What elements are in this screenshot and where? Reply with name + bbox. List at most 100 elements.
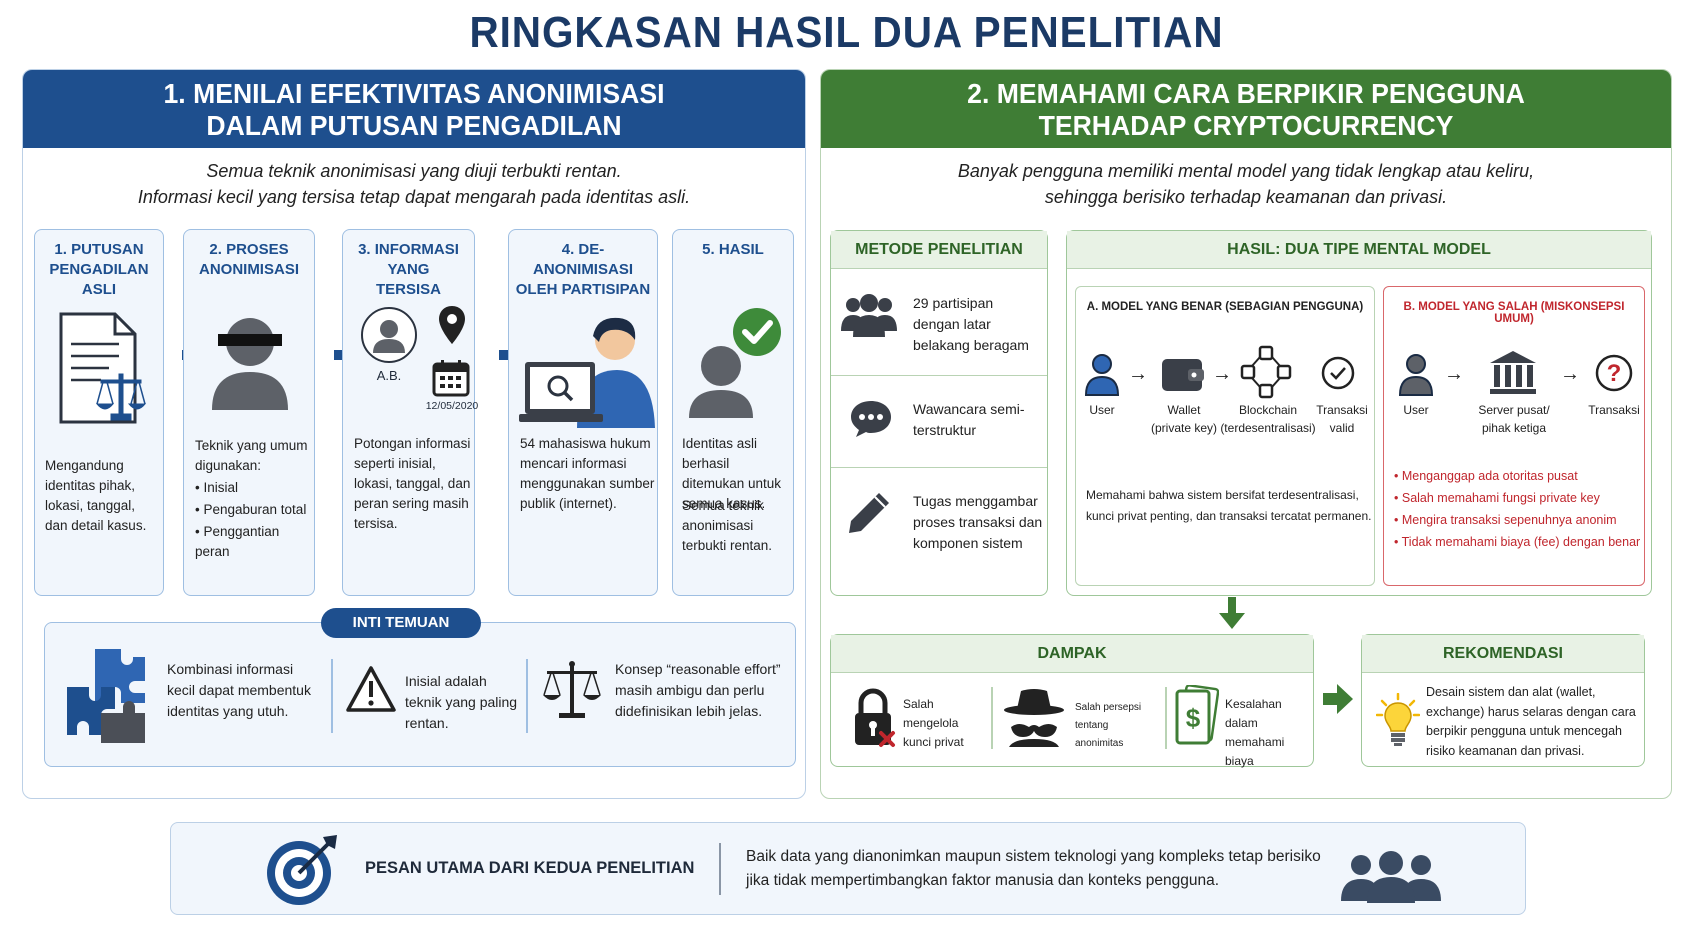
footer-box: PESAN UTAMA DARI KEDUA PENELITIAN Baik d… bbox=[170, 822, 1526, 915]
model-b-node-1-label: User bbox=[1390, 401, 1442, 419]
puzzle-icon bbox=[67, 649, 145, 743]
model-b-box: B. MODEL YANG SALAH (MISKONSEPSI UMUM) →… bbox=[1383, 286, 1645, 586]
method-title: METODE PENELITIAN bbox=[831, 231, 1047, 269]
masked-person-icon bbox=[212, 318, 288, 410]
arrow-down-icon bbox=[1219, 597, 1245, 629]
node-sublabel: valid bbox=[1329, 421, 1355, 435]
impact-title: DAMPAK bbox=[831, 635, 1313, 673]
findings-label: INTI TEMUAN bbox=[321, 608, 481, 638]
model-b-bullet: • Tidak memahami biaya (fee) dengan bena… bbox=[1394, 535, 1641, 549]
calendar-icon bbox=[432, 360, 470, 397]
step-5-title: 5. HASIL bbox=[702, 241, 764, 258]
method-2-text: Wawancara semi-terstruktur bbox=[913, 401, 1025, 438]
method-box: METODE PENELITIAN 29 partisipan dengan l… bbox=[830, 230, 1048, 596]
node-label: User bbox=[1403, 403, 1429, 417]
arrow-icon: → bbox=[1212, 363, 1232, 385]
model-b-node-2-label: Server pusat/pihak ketiga bbox=[1464, 401, 1564, 437]
target-icon bbox=[267, 835, 337, 905]
node-label: Blockchain bbox=[1238, 403, 1298, 417]
model-b-bullet: • Salah memahami fungsi private key bbox=[1394, 491, 1600, 505]
finding-1-text: Kombinasi informasi kecil dapat membentu… bbox=[167, 661, 311, 719]
footer-text-line2: jika tidak mempertimbangkan faktor manus… bbox=[746, 872, 1220, 889]
step-2-title: 2. PROSES ANONIMISASI bbox=[198, 241, 299, 278]
scale-icon bbox=[543, 661, 601, 718]
footer-text-line1: Baik data yang dianonimkan maupun sistem… bbox=[746, 848, 1321, 865]
model-a-box: A. MODEL YANG BENAR (SEBAGIAN PENGGUNA) … bbox=[1075, 286, 1375, 586]
group-icon bbox=[841, 294, 897, 337]
person-laptop-search-icon bbox=[519, 317, 655, 428]
left-panel: 1. MENILAI EFEKTIVITAS ANONIMISASI DALAM… bbox=[22, 69, 806, 799]
right-title-line1: 2. MEMAHAMI CARA BERPIKIR PENGGUNA bbox=[967, 78, 1525, 109]
node-label: Transaksi bbox=[1588, 403, 1640, 417]
right-subtitle: Banyak pengguna memiliki mental model ya… bbox=[821, 158, 1671, 210]
step-2-bullet: • Pengaburan total bbox=[195, 502, 307, 517]
impact-box: DAMPAK Salah mengelola kunci privat Sala… bbox=[830, 634, 1314, 768]
model-b-title: B. MODEL YANG SALAH (MISKONSEPSI UMUM) bbox=[1403, 301, 1625, 325]
model-b-bullet: • Mengira transaksi sepenuhnya anonim bbox=[1394, 513, 1617, 527]
method-1-text: 29 partisipan dengan latar belakang bera… bbox=[913, 295, 1029, 353]
right-title-line2: TERHADAP CRYPTOCURRENCY bbox=[1038, 110, 1454, 141]
step-3-card: 3. INFORMASI YANG TERSISA A.B. 12/05/202… bbox=[342, 229, 478, 596]
step-2-card: 2. PROSES ANONIMISASI Teknik yang umum d… bbox=[183, 229, 315, 596]
node-sublabel: (private key) bbox=[1150, 421, 1218, 435]
results-box: HASIL: DUA TIPE MENTAL MODEL A. MODEL YA… bbox=[1066, 230, 1652, 596]
model-a-desc: Memahami bahwa sistem bersifat terdesent… bbox=[1086, 488, 1372, 523]
divider bbox=[1165, 687, 1167, 749]
step-4-title: 4. DE-ANONIMISASI OLEH PARTISIPAN bbox=[515, 241, 651, 298]
step-2-bullet-2: Pengaburan total bbox=[203, 502, 307, 517]
model-b-bullet: • Menganggap ada otoritas pusat bbox=[1394, 469, 1578, 483]
finding-3-text: Konsep “reasonable effort” masih ambigu … bbox=[615, 661, 781, 719]
right-panel: 2. MEMAHAMI CARA BERPIKIR PENGGUNA TERHA… bbox=[820, 69, 1672, 799]
arrow-icon: → bbox=[1444, 363, 1464, 385]
divider bbox=[331, 659, 333, 733]
step-5-desc2: Semua teknik anonimisasi terbukti rentan… bbox=[682, 498, 773, 553]
step-1-card: 1. PUTUSAN PENGADILAN ASLI Mengandung id… bbox=[34, 229, 164, 596]
arrow-icon: → bbox=[1560, 363, 1580, 385]
bullet-text: Tidak memahami biaya (fee) dengan benar bbox=[1401, 535, 1641, 549]
svg-text:?: ? bbox=[1607, 360, 1622, 387]
impact-2-text: Salah persepsi tentang anonimitas bbox=[1075, 702, 1142, 749]
step-4-card: 4. DE-ANONIMISASI OLEH PARTISIPAN 54 mah… bbox=[508, 229, 658, 596]
arrow-right-icon bbox=[1323, 684, 1353, 714]
step-3-title: 3. INFORMASI YANG TERSISA bbox=[358, 241, 459, 298]
pencil-icon bbox=[849, 493, 889, 533]
people-icon bbox=[1341, 851, 1441, 903]
divider bbox=[991, 687, 993, 749]
lock-x-icon bbox=[855, 688, 895, 747]
user-icon bbox=[1398, 354, 1434, 396]
right-panel-header: 2. MEMAHAMI CARA BERPIKIR PENGGUNA TERHA… bbox=[821, 70, 1671, 148]
findings-box: Kombinasi informasi kecil dapat membentu… bbox=[44, 622, 796, 767]
model-b-node-3-label: Transaksi bbox=[1584, 401, 1644, 419]
warning-icon bbox=[346, 666, 396, 712]
divider bbox=[831, 375, 1047, 376]
bank-icon bbox=[1490, 351, 1536, 394]
step-4-desc: 54 mahasiswa hukum mencari informasi men… bbox=[520, 436, 655, 511]
model-b-bullets: • Menganggap ada otoritas pusat • Salah … bbox=[1394, 465, 1642, 553]
footer-label: PESAN UTAMA DARI KEDUA PENELITIAN bbox=[365, 859, 695, 877]
left-title-line1: 1. MENILAI EFEKTIVITAS ANONIMISASI bbox=[163, 78, 665, 109]
chat-icon bbox=[851, 401, 891, 437]
user-icon bbox=[1084, 354, 1120, 396]
node-label: Wallet bbox=[1167, 403, 1201, 417]
left-subtitle-line1: Semua teknik anonimisasi yang diuji terb… bbox=[206, 161, 622, 181]
model-a-node-2-label: Wallet (private key) bbox=[1144, 401, 1224, 437]
step-2-bullet-1: Inisial bbox=[203, 480, 238, 495]
impact-3-text: Kesalahan dalam memahami biaya bbox=[1225, 697, 1285, 768]
step-2-desc-block: Teknik yang umum digunakan: • Inisial • … bbox=[195, 436, 313, 562]
left-panel-header: 1. MENILAI EFEKTIVITAS ANONIMISASI DALAM… bbox=[23, 70, 805, 148]
person-check-icon bbox=[689, 308, 781, 418]
node-sublabel: pihak ketiga bbox=[1481, 421, 1547, 435]
location-pin-icon bbox=[439, 306, 465, 344]
document-scale-icon bbox=[59, 312, 147, 424]
right-subtitle-line1: Banyak pengguna memiliki mental model ya… bbox=[957, 161, 1535, 181]
svg-text:$: $ bbox=[1186, 703, 1201, 733]
left-subtitle: Semua teknik anonimisasi yang diuji terb… bbox=[23, 158, 805, 210]
arrow-icon: → bbox=[1128, 363, 1148, 385]
step-2-bullet-3: Penggantian peran bbox=[195, 524, 280, 559]
question-icon: ? bbox=[1595, 354, 1633, 392]
node-label: Transaksi bbox=[1316, 403, 1368, 417]
recommendation-box: REKOMENDASI Desain sistem dan alat (wall… bbox=[1361, 634, 1645, 767]
step-5-card: 5. HASIL Identitas asli berhasil ditemuk… bbox=[672, 229, 794, 596]
node-label: Server pusat/ bbox=[1478, 403, 1550, 417]
divider bbox=[831, 467, 1047, 468]
